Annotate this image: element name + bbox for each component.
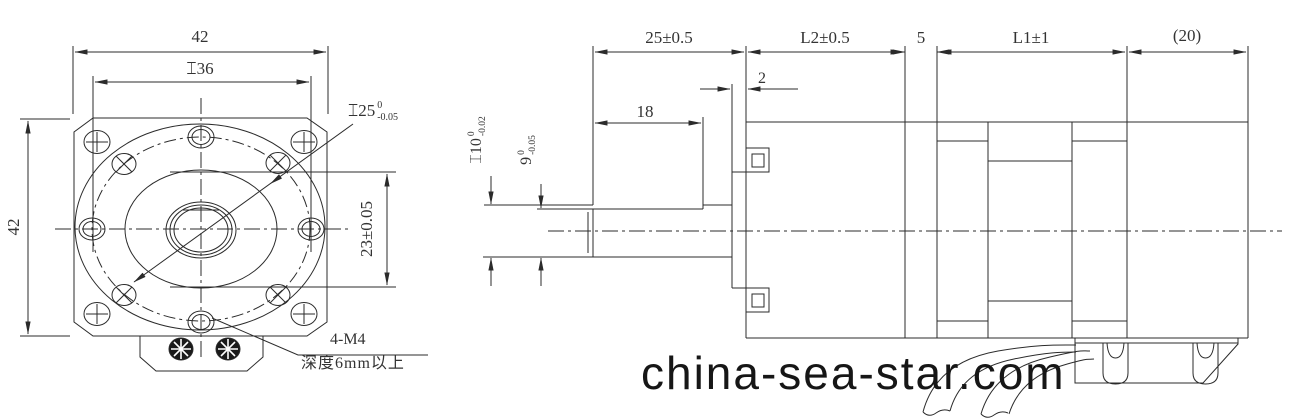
front-centerlines	[55, 98, 350, 358]
dim-l1: L1±1	[1012, 28, 1050, 47]
dim-d10-value: ⌶10	[468, 138, 485, 164]
side-view	[483, 46, 1282, 418]
dim-18: 18	[636, 102, 654, 121]
dim-9-tol-lower: -0.05	[528, 135, 538, 155]
dim-d10: ⌶10 0 -0.02	[466, 100, 488, 180]
housing-circle	[74, 123, 326, 331]
cable-gland-left	[1102, 343, 1129, 385]
front-mounting-tabs	[745, 147, 770, 313]
diagonal-screws	[111, 152, 291, 306]
dim-d25-value: ⌶25	[348, 101, 376, 120]
side-dimensions	[488, 46, 1249, 286]
connector-housing	[1074, 338, 1239, 385]
watermark-text: china-sea-star.com	[641, 347, 1066, 399]
lead-wires	[922, 344, 1095, 418]
dim-d36: ⌶36	[186, 59, 214, 78]
corner-screws	[83, 130, 318, 326]
dim-9-tolerance: 0 -0.05	[517, 135, 539, 155]
dim-23: 23±0.05	[356, 200, 376, 258]
dim-2: 2	[758, 70, 766, 87]
motor-body-outline	[745, 121, 1249, 339]
front-dimensions	[20, 46, 428, 356]
cable-gland-right	[1192, 343, 1219, 385]
dim-5: 5	[916, 28, 926, 47]
dim-d10-tolerance: 0 -0.02	[467, 116, 489, 136]
dim-25: 25±0.5	[645, 28, 693, 47]
dim-d25-tolerance: 0 -0.05	[377, 100, 398, 123]
callout-depth: 深度6mm以上	[301, 355, 405, 372]
m4-holes	[78, 125, 325, 334]
dim-d10-tol-lower: -0.02	[478, 116, 488, 137]
gearbox-boss	[731, 171, 746, 289]
tab-screws	[168, 337, 241, 361]
dim-l2: L2±0.5	[800, 28, 850, 47]
dim-d25-tol-upper: 0	[377, 100, 383, 111]
dim-20: (20)	[1172, 26, 1202, 45]
shaft-outline	[483, 204, 732, 258]
callout-4-m4: 4-M4	[330, 331, 366, 348]
dim-d25: ⌶25 0 -0.05	[348, 99, 398, 123]
dim-9: 9 0 -0.05	[517, 115, 539, 185]
front-flange-outline	[73, 117, 328, 372]
dim-d25-tol-lower: -0.05	[377, 111, 399, 123]
dim-42-left: 42	[3, 218, 23, 236]
dim-9-value: 9	[518, 156, 535, 165]
dim-9-tol-upper: 0	[517, 150, 528, 155]
front-view	[20, 46, 428, 372]
bottom-tab-outline	[139, 336, 264, 372]
dim-d10-tol-upper: 0	[467, 131, 478, 137]
dim-42-top: 42	[191, 27, 209, 46]
